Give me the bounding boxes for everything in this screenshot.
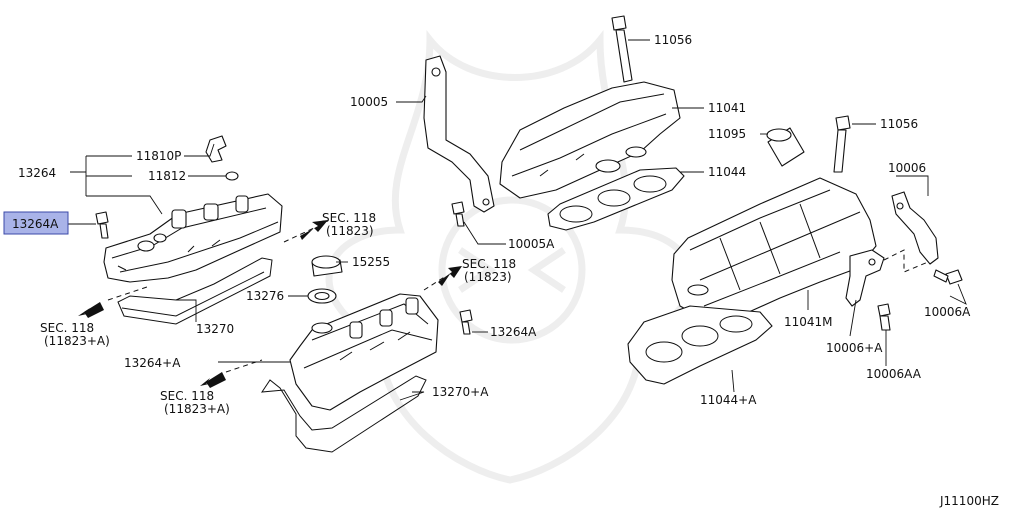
callout-sec118-11823A-center-line2[interactable]: (11823+A) <box>164 402 230 416</box>
rocker-cover-left <box>103 193 283 283</box>
dashline-10006 <box>883 249 929 273</box>
callout-13270-plus-A[interactable]: 13270+A <box>432 385 489 399</box>
leader-lines <box>68 39 967 401</box>
callout-10006-plus-A[interactable]: 10006+A <box>826 341 883 355</box>
head-gasket-11044 <box>547 167 685 231</box>
o-ring-11812 <box>225 171 239 181</box>
callout-sec118-11823A-left-line2[interactable]: (11823+A) <box>44 334 110 348</box>
dowel-11095 <box>766 127 805 167</box>
gasket-13270A <box>261 375 427 453</box>
callout-10005A[interactable]: 10005A <box>508 237 555 251</box>
bolt-10005A <box>451 201 465 227</box>
callout-10006A[interactable]: 10006A <box>924 305 971 319</box>
gasket-13270 <box>117 257 273 325</box>
bolt-10006AA <box>877 303 891 331</box>
callout-11044-plus-A[interactable]: 11044+A <box>700 393 757 407</box>
callout-sec118-11823A-left-line1[interactable]: SEC. 118 <box>40 321 94 335</box>
bolt-10006A <box>933 269 963 285</box>
bracket-10005 <box>423 55 495 213</box>
rocker-cover-right <box>289 293 439 411</box>
head-gasket-11044A <box>627 305 773 385</box>
callout-11810P[interactable]: 11810P <box>136 149 181 163</box>
callout-sec118-11823-left-line1[interactable]: SEC. 118 <box>322 211 376 225</box>
callout-10006AA[interactable]: 10006AA <box>866 367 922 381</box>
oil-filler-seal <box>307 288 337 304</box>
callout-sec118-11823-left-line2[interactable]: (11823) <box>326 224 374 238</box>
arrow-sec118-11823A-center <box>200 359 263 388</box>
callout-sec118-11823-center-line2[interactable]: (11823) <box>464 270 512 284</box>
callout-15255[interactable]: 15255 <box>352 255 390 269</box>
bolt-11056-right <box>833 115 851 173</box>
callout-10006[interactable]: 10006 <box>888 161 926 175</box>
highlight-13264A-box <box>3 211 69 235</box>
bolt-13264A-left <box>95 211 109 239</box>
watermark-emblem <box>325 30 695 484</box>
callout-13270[interactable]: 13270 <box>196 322 234 336</box>
bolt-11056-top <box>611 15 633 83</box>
cylinder-head-11041 <box>499 81 681 199</box>
callout-11041[interactable]: 11041 <box>708 101 746 115</box>
arrow-sec118-11823-center <box>423 266 462 291</box>
bracket-10006 <box>891 191 939 265</box>
callout-sec118-11823-center-line1[interactable]: SEC. 118 <box>462 257 516 271</box>
oil-filler-cap <box>311 255 343 277</box>
callout-sec118-11823A-center-line1[interactable]: SEC. 118 <box>160 389 214 403</box>
callout-11041M[interactable]: 11041M <box>784 315 833 329</box>
callout-11095[interactable]: 11095 <box>708 127 746 141</box>
pcv-valve <box>205 135 227 163</box>
callout-11056-right[interactable]: 11056 <box>880 117 918 131</box>
callout-10005[interactable]: 10005 <box>350 95 388 109</box>
diagram-id: J11100HZ <box>939 494 999 508</box>
callout-13264A-right[interactable]: 13264A <box>490 325 537 339</box>
arrow-sec118-11823A-left <box>78 285 151 318</box>
callout-13264A-highlighted[interactable]: 13264A <box>12 217 59 231</box>
callout-13264[interactable]: 13264 <box>18 166 56 180</box>
cylinder-head-11041M <box>671 177 877 321</box>
bracket-10006A-plus <box>845 249 885 307</box>
callout-13264-plus-A[interactable]: 13264+A <box>124 356 181 370</box>
callout-11044[interactable]: 11044 <box>708 165 746 179</box>
bolt-13264A-right <box>459 309 473 335</box>
callout-13276[interactable]: 13276 <box>246 289 284 303</box>
arrow-sec118-11823-left <box>283 220 328 243</box>
callout-11056-top[interactable]: 11056 <box>654 33 692 47</box>
callout-11812[interactable]: 11812 <box>148 169 186 183</box>
